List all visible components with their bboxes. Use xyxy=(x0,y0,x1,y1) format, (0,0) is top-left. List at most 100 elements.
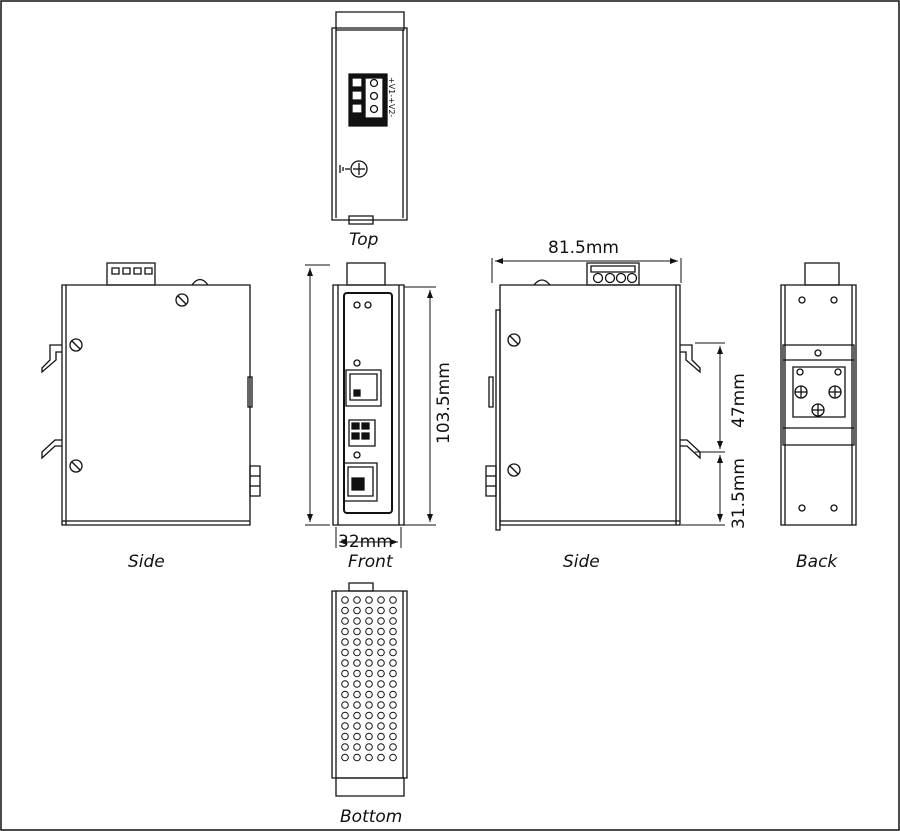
vent-hole xyxy=(390,691,397,698)
vent-hole xyxy=(366,723,373,730)
vent-hole xyxy=(342,691,349,698)
vent-hole xyxy=(390,660,397,667)
vent-hole xyxy=(366,712,373,719)
vent-hole xyxy=(390,618,397,625)
vent-hole xyxy=(390,670,397,677)
left-side-view xyxy=(42,263,260,525)
dimension-width: 32mm xyxy=(338,532,393,552)
vent-hole xyxy=(378,607,385,614)
view-label-front: Front xyxy=(348,552,393,572)
vent-hole xyxy=(354,702,361,709)
back-view xyxy=(781,263,856,525)
vent-hole xyxy=(378,754,385,761)
vent-hole xyxy=(390,723,397,730)
vent-hole xyxy=(378,670,385,677)
vent-hole xyxy=(342,754,349,761)
vent-hole xyxy=(366,754,373,761)
vent-hole xyxy=(366,702,373,709)
vent-hole xyxy=(354,618,361,625)
vent-hole xyxy=(378,712,385,719)
vent-hole xyxy=(378,639,385,646)
dimension-depth: 81.5mm xyxy=(548,238,619,258)
vent-hole xyxy=(390,702,397,709)
vent-hole xyxy=(366,607,373,614)
vent-hole xyxy=(342,660,349,667)
dimension-rail-lower: 31.5mm xyxy=(729,458,749,529)
vent-hole xyxy=(378,733,385,740)
vent-hole xyxy=(378,681,385,688)
vent-hole xyxy=(378,660,385,667)
vent-hole xyxy=(390,597,397,604)
terminal-pin-label: +V1-+V2- xyxy=(387,77,396,117)
vent-hole xyxy=(354,691,361,698)
vent-hole xyxy=(366,681,373,688)
vent-hole xyxy=(354,681,361,688)
vent-hole xyxy=(354,607,361,614)
top-view xyxy=(332,12,407,224)
dimension-height: 103.5mm xyxy=(434,362,454,444)
vent-hole xyxy=(342,744,349,751)
vent-hole xyxy=(366,618,373,625)
vent-hole xyxy=(342,597,349,604)
vent-hole xyxy=(378,702,385,709)
vent-hole xyxy=(378,744,385,751)
vent-hole xyxy=(354,639,361,646)
vent-hole xyxy=(390,607,397,614)
vent-hole xyxy=(354,597,361,604)
vent-hole xyxy=(354,744,361,751)
right-side-view xyxy=(486,258,725,530)
vent-hole xyxy=(378,597,385,604)
vent-hole xyxy=(342,670,349,677)
vent-hole xyxy=(390,628,397,635)
vent-hole xyxy=(342,639,349,646)
vent-hole xyxy=(390,733,397,740)
vent-hole xyxy=(342,723,349,730)
vent-hole xyxy=(354,733,361,740)
vent-hole xyxy=(378,628,385,635)
front-view xyxy=(305,263,436,548)
view-label-side-left: Side xyxy=(128,552,165,572)
dimension-rail-upper: 47mm xyxy=(729,373,749,428)
bottom-view xyxy=(332,583,407,796)
vent-hole xyxy=(354,712,361,719)
view-label-back: Back xyxy=(796,552,838,572)
vent-hole xyxy=(354,628,361,635)
vent-hole xyxy=(366,628,373,635)
vent-hole xyxy=(354,670,361,677)
vent-hole xyxy=(378,649,385,656)
vent-hole xyxy=(342,702,349,709)
vent-hole xyxy=(354,723,361,730)
vent-hole xyxy=(366,597,373,604)
vent-hole xyxy=(342,712,349,719)
vent-hole xyxy=(366,744,373,751)
vent-hole xyxy=(354,649,361,656)
vent-hole xyxy=(354,660,361,667)
vent-hole xyxy=(342,618,349,625)
vent-hole xyxy=(390,744,397,751)
view-label-side-right: Side xyxy=(563,552,600,572)
vent-hole xyxy=(366,670,373,677)
vent-hole xyxy=(390,639,397,646)
vent-hole xyxy=(342,733,349,740)
view-label-top: Top xyxy=(349,230,379,250)
vent-hole xyxy=(366,733,373,740)
vent-hole xyxy=(342,649,349,656)
vent-hole xyxy=(390,754,397,761)
vent-hole xyxy=(366,639,373,646)
vent-hole xyxy=(354,754,361,761)
vent-hole xyxy=(366,691,373,698)
vent-hole xyxy=(378,691,385,698)
vent-hole xyxy=(366,660,373,667)
vent-hole xyxy=(342,607,349,614)
vent-hole xyxy=(390,712,397,719)
vent-hole-grid xyxy=(342,597,397,761)
vent-hole xyxy=(366,649,373,656)
vent-hole xyxy=(342,628,349,635)
vent-hole xyxy=(390,681,397,688)
vent-hole xyxy=(378,723,385,730)
vent-hole xyxy=(342,681,349,688)
view-label-bottom: Bottom xyxy=(340,807,403,827)
vent-hole xyxy=(390,649,397,656)
